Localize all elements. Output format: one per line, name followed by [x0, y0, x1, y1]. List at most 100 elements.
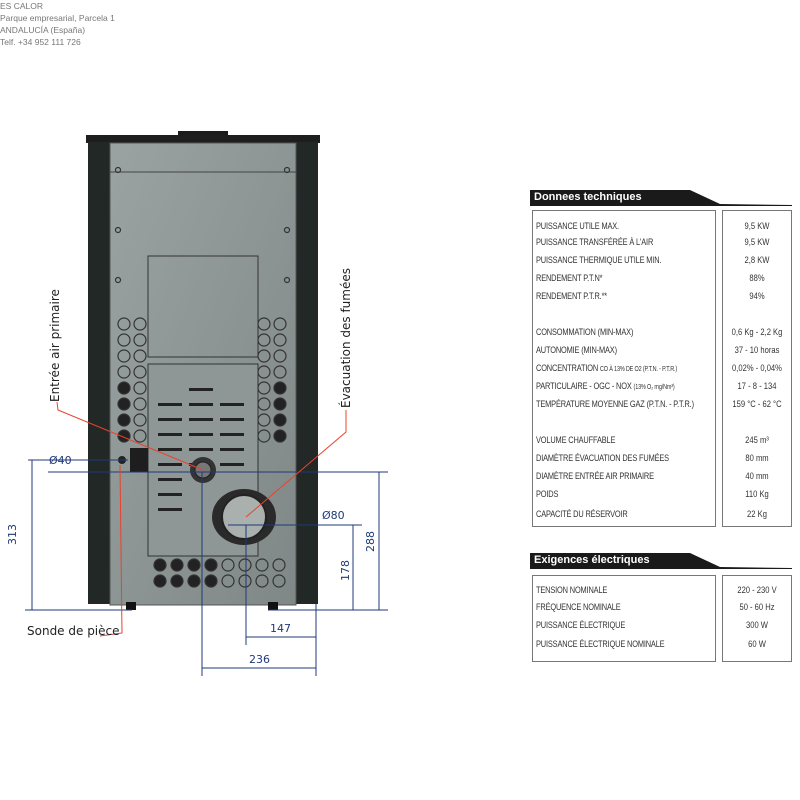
vent-slot	[158, 508, 182, 511]
vent-slot	[158, 463, 182, 466]
vent-hole-icon	[238, 558, 252, 572]
vent-hole-icon	[133, 365, 147, 379]
stove-side-left	[88, 142, 110, 604]
row-label: VOLUME CHAUFFABLE	[536, 435, 616, 446]
table-row-label: PUISSANCE UTILE MAX.	[536, 221, 619, 232]
table-row-label: PARTICULAIRE - OGC - NOX (13% O₂ mg/Nm³)	[536, 381, 675, 392]
vent-hole-icon	[117, 349, 131, 363]
vent-hole-icon	[238, 574, 252, 588]
table-row-value: 22 Kg	[747, 509, 767, 520]
table-row-label: FRÉQUENCE NOMINALE	[536, 602, 621, 613]
stove-top	[86, 135, 320, 143]
vent-hole-icon	[133, 429, 147, 443]
leader-lines	[56, 401, 347, 637]
probe-label: Sonde de pièce	[27, 624, 120, 638]
table-row-label: TENSION NOMINALE	[536, 585, 607, 596]
vent-hole-icon	[117, 365, 131, 379]
table-row-label: DIAMÈTRE ÉVACUATION DES FUMÉES	[536, 453, 669, 464]
table-row-value: 0,02% - 0,04%	[732, 363, 782, 374]
table-row-value: 159 °C - 62 °C	[732, 399, 782, 410]
dim-147: 147	[270, 622, 291, 635]
row-label: DIAMÈTRE ÉVACUATION DES FUMÉES	[536, 453, 669, 464]
vent-hole-icon	[187, 558, 201, 572]
vent-hole-icon	[170, 558, 184, 572]
screw-hole-icon	[114, 276, 122, 284]
vent-slot	[189, 388, 213, 391]
dim-d40: Ø40	[49, 454, 72, 467]
company-address: ES CALOR Parque empresarial, Parcela 1 A…	[0, 0, 800, 48]
table-row-value: 0,6 Kg - 2,2 Kg	[731, 327, 783, 338]
vent-slot	[158, 418, 182, 421]
table-row-label: PUISSANCE TRANSFÉRÉE À L'AIR	[536, 237, 653, 248]
table-row-label: VOLUME CHAUFFABLE	[536, 435, 615, 446]
vent-hole-icon	[153, 558, 167, 572]
vent-hole-icon	[221, 558, 235, 572]
vent-slot	[158, 403, 182, 406]
vent-hole-icon	[133, 349, 147, 363]
table-row-value: 94%	[749, 291, 765, 302]
vent-hole-icon	[187, 574, 201, 588]
screw-hole-icon	[283, 166, 291, 174]
vent-hole-icon	[117, 413, 131, 427]
table-row-label: RENDEMENT P.T.N*	[536, 273, 603, 284]
air-inlet-label: Entrée air primaire	[48, 289, 62, 402]
vent-hole-icon	[117, 397, 131, 411]
vent-hole-icon	[257, 349, 271, 363]
row-label-note: CO À 13% DE O2 (P.T.N. - P.T.R.)	[599, 366, 678, 373]
screw-hole-icon	[114, 226, 122, 234]
stove-side-right	[296, 142, 318, 604]
company-name: ES CALOR	[0, 1, 43, 11]
row-label: RENDEMENT P.T.R.**	[536, 291, 608, 302]
table-row-value: 2,8 KW	[744, 255, 770, 266]
vent-slot	[220, 403, 244, 406]
table-row-label: TEMPÉRATURE MOYENNE GAZ (P.T.N. - P.T.R.…	[536, 399, 694, 410]
vent-slot	[189, 418, 213, 421]
vent-hole-icon	[133, 397, 147, 411]
vent-hole-icon	[257, 429, 271, 443]
dim-288: 288	[364, 531, 377, 552]
row-label: PARTICULAIRE - OGC - NOX	[536, 381, 632, 392]
vent-hole-icon	[204, 574, 218, 588]
table-row-value: 50 - 60 Hz	[739, 602, 775, 613]
address-line-2: ANDALUCÍA (España)	[0, 25, 86, 35]
vent-hole-icon	[133, 317, 147, 331]
vent-hole-icon	[257, 365, 271, 379]
vent-hole-icon	[273, 317, 287, 331]
table-row-label: DIAMÈTRE ENTRÉE AIR PRIMAIRE	[536, 471, 654, 482]
vent-slot	[220, 418, 244, 421]
vent-hole-icon	[221, 574, 235, 588]
row-label: PUISSANCE TRANSFÉRÉE À L'AIR	[536, 237, 654, 248]
row-label: PUISSANCE UTILE MAX.	[536, 221, 619, 232]
table-row-label: POIDS	[536, 489, 558, 500]
elec-header: Exigences électriques	[530, 553, 792, 569]
table-row-value: 220 - 230 V	[737, 585, 777, 596]
row-label: TENSION NOMINALE	[536, 585, 608, 596]
vent-hole-icon	[255, 558, 269, 572]
vent-slot	[189, 403, 213, 406]
dim-313: 313	[6, 524, 19, 545]
vent-slot	[189, 448, 213, 451]
table-row-value: 80 mm	[745, 453, 769, 464]
row-label: PUISSANCE ÉLECTRIQUE	[536, 620, 626, 631]
dim-d80: Ø80	[322, 509, 345, 522]
vent-hole-icon	[117, 381, 131, 395]
table-row-label: CONCENTRATION CO À 13% DE O2 (P.T.N. - P…	[536, 363, 677, 374]
vent-hole-icon	[257, 413, 271, 427]
table-row-value: 9,5 KW	[744, 237, 770, 248]
row-label: FRÉQUENCE NOMINALE	[536, 602, 621, 613]
vent-hole-icon	[117, 317, 131, 331]
table-row-value: 300 W	[746, 620, 768, 631]
vent-hole-icon	[255, 574, 269, 588]
dim-178: 178	[339, 560, 352, 581]
vent-slot	[158, 493, 182, 496]
vent-hole-icon	[133, 333, 147, 347]
row-label: RENDEMENT P.T.N*	[536, 273, 603, 284]
row-label: AUTONOMIE (MIN-MAX)	[536, 345, 617, 356]
vent-hole-icon	[257, 397, 271, 411]
row-label: CONSOMMATION (MIN-MAX)	[536, 327, 634, 338]
table-row-value: 40 mm	[745, 471, 769, 482]
table-row-value: 9,5 KW	[744, 221, 770, 232]
vent-hole-icon	[273, 333, 287, 347]
